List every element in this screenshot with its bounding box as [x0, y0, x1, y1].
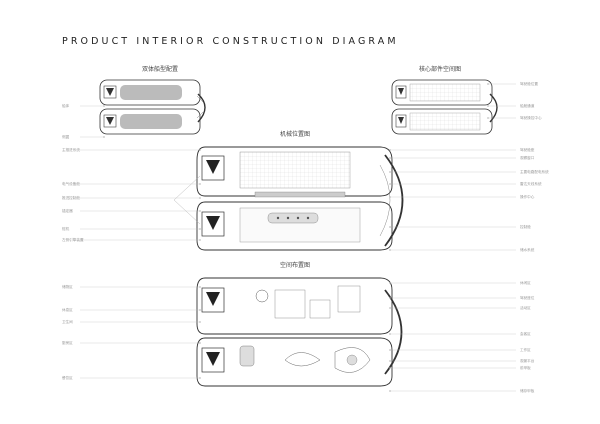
leader-dot	[199, 149, 201, 151]
callout-label: 活动区	[520, 306, 531, 310]
callout-label: 锚定器	[62, 209, 73, 213]
callout-label: 驾驶舱位置	[520, 82, 538, 86]
leader-dot	[199, 197, 201, 199]
callout-label: 储存甲板	[520, 389, 535, 393]
leader-dot	[103, 105, 105, 107]
page-title: PRODUCT INTERIOR CONSTRUCTION DIAGRAM	[62, 36, 399, 47]
callout-label: 驾驶舱座	[520, 148, 535, 152]
callout-label: 前甲板	[520, 366, 531, 370]
caption-space-layout: 空间布置图	[279, 262, 311, 269]
caption-twin-hull: 双体船型配置	[141, 66, 179, 73]
leader-dot	[487, 105, 489, 107]
callout-label: 观景平台	[520, 359, 535, 363]
callout-label: 船舱通道	[520, 104, 535, 108]
space-layout-plan	[196, 277, 403, 387]
leader-dot	[487, 117, 489, 119]
leader-dot	[199, 183, 201, 185]
leader-dot	[389, 171, 391, 173]
leader-dot	[389, 307, 391, 309]
leader-dot	[389, 367, 391, 369]
callout-label: 侧翼	[62, 135, 70, 139]
callout-label: 卫生间	[62, 320, 73, 324]
leader-dot	[389, 249, 391, 251]
leader-dot	[389, 349, 391, 351]
callout-label: 会客区	[520, 332, 531, 336]
leader-dot	[389, 196, 391, 198]
callout-label: 休息区	[62, 308, 73, 312]
callout-label: 左侧引擎装置	[62, 238, 84, 242]
leader-dot	[389, 282, 391, 284]
callout-label: 船体	[62, 104, 70, 108]
leader-dot	[389, 360, 391, 362]
callout-label: 主要电路配电系统	[520, 170, 549, 174]
callout-label: 舵机	[62, 227, 70, 231]
caption-mechanical: 机械位置图	[279, 131, 311, 138]
callout-label: 储水系统	[520, 248, 535, 252]
leader-dot	[389, 226, 391, 228]
leader-dot	[199, 309, 201, 311]
leader-dot	[389, 183, 391, 185]
leader-dot	[389, 390, 391, 392]
callout-label: 工作区	[520, 348, 531, 352]
callout-label: 主推进系统	[62, 148, 80, 152]
leader-dot	[199, 239, 201, 241]
leader-dot	[389, 297, 391, 299]
core-space-plan	[391, 79, 498, 135]
leader-dot	[199, 228, 201, 230]
leader-dot	[199, 210, 201, 212]
mechanical-plan	[173, 146, 404, 251]
leader-dot	[389, 333, 391, 335]
twin-hull-plan	[99, 79, 206, 135]
callout-label: 餐饮区	[62, 376, 73, 380]
leader-dot	[487, 83, 489, 85]
caption-core-space: 核心部件空间图	[418, 66, 462, 73]
callout-label: 储物区	[62, 285, 73, 289]
callout-label: 厨房区	[62, 341, 73, 345]
callout-label: 驾驶操控中心	[520, 116, 542, 120]
leader-dot	[199, 286, 201, 288]
callout-label: 推进控制舱	[62, 196, 80, 200]
callout-label: 控制舱	[520, 225, 531, 229]
callout-label: 操作中心	[520, 195, 535, 199]
callout-label: 休闲区	[520, 281, 531, 285]
leader-dot	[199, 321, 201, 323]
callout-label: 驾驶座位	[520, 296, 535, 300]
leader-dot	[199, 377, 201, 379]
leader-dot	[389, 149, 391, 151]
callout-label: 观察窗口	[520, 156, 535, 160]
callout-label: 雷达天线系统	[520, 182, 542, 186]
leader-lines	[80, 83, 516, 392]
leader-dot	[103, 136, 105, 138]
leader-dot	[199, 342, 201, 344]
callout-label: 电气设备舱	[62, 182, 80, 186]
leader-dot	[389, 157, 391, 159]
